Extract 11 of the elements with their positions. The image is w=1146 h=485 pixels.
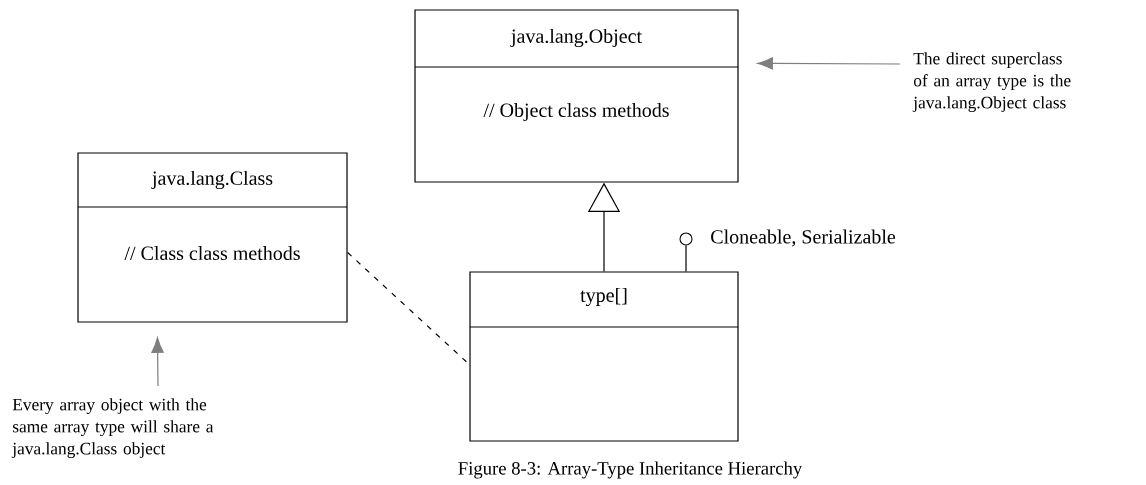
caption: Figure 8-3: Array-Type Inheritance Hierarchy xyxy=(458,461,803,479)
dashed-line xyxy=(347,251,470,366)
arrow xyxy=(757,57,901,70)
interface-label: Cloneable, Serializable xyxy=(711,229,896,247)
connector-line xyxy=(685,244,687,272)
class-box: type[] xyxy=(469,271,739,442)
note-text: The direct superclass of an array type is the java.lang.Object class xyxy=(912,52,1071,113)
arrow xyxy=(151,337,164,387)
class-box: java.lang.Object // Object class methods xyxy=(414,9,739,183)
class-box: java.lang.Class // Class class methods xyxy=(77,152,348,323)
note-text: Every array object with the same array type will share a java.lang.Class object xyxy=(11,398,214,459)
